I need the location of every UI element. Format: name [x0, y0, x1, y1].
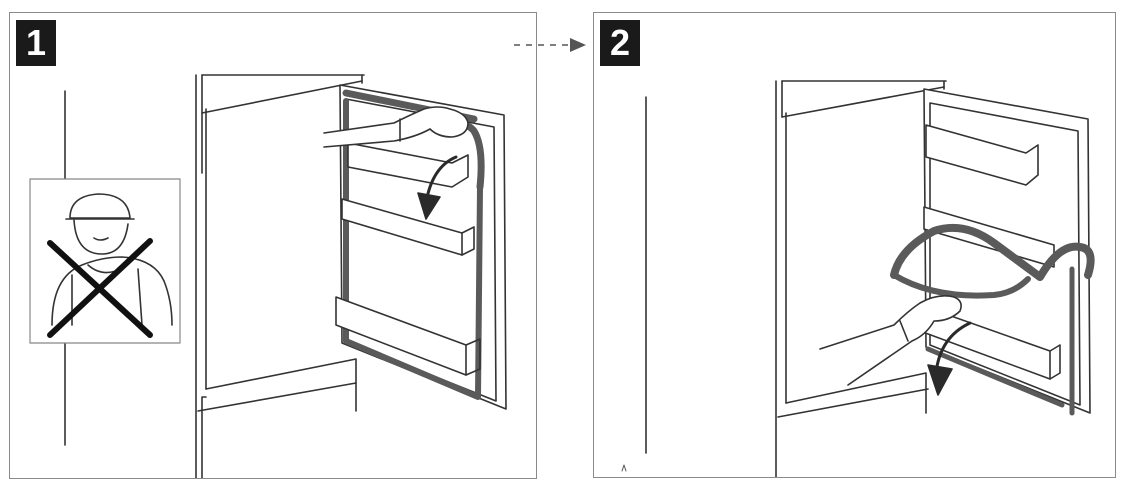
hand: [819, 295, 962, 386]
step-2-illustration: [621, 80, 1095, 477]
no-worker-cross-icon: [29, 178, 181, 344]
step-2-panel: 2: [593, 12, 1116, 478]
door-gasket: [890, 223, 1095, 416]
step-number-badge: 2: [600, 20, 640, 66]
rotate-arrow-icon: [417, 155, 458, 220]
fridge-cabinet: [195, 74, 365, 478]
step-number-badge: 1: [16, 20, 56, 66]
next-step-arrow-icon: [514, 38, 586, 52]
step-1-panel: 1: [9, 12, 537, 479]
fridge-cabinet: [775, 80, 947, 477]
rotate-arrow-icon: [927, 321, 972, 396]
fridge-door: [323, 84, 507, 410]
step-1-illustration: [29, 74, 507, 478]
